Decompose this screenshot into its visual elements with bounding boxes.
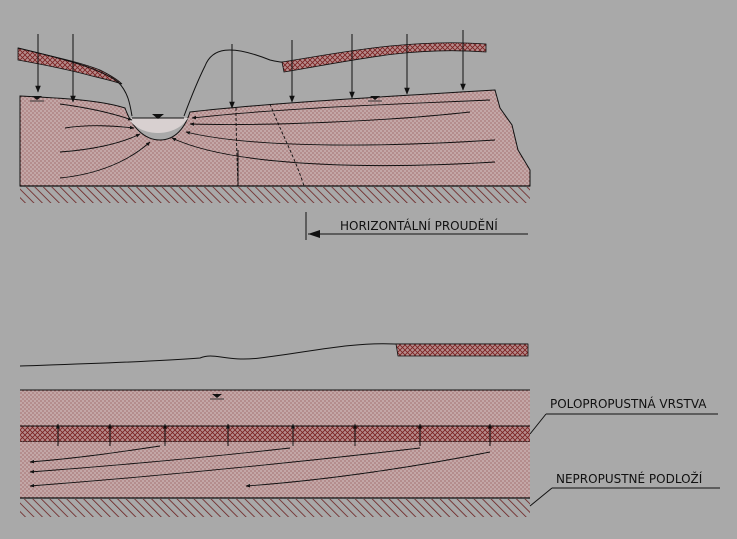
impermeable-label: NEPROPUSTNÉ PODLOŽÍ [556, 471, 703, 486]
horizontal-flow-callout: HORIZONTÁLNÍ PROUDĚNÍ [305, 212, 528, 240]
water-level-symbol [152, 114, 164, 119]
water-table-symbol [370, 96, 380, 100]
bottom-diagram: POLOPROPUSTNÁ VRSTVA NEPROPUSTNÉ PODLOŽÍ [19, 343, 720, 517]
water-table-symbol [212, 394, 222, 398]
semipermeable-label: POLOPROPUSTNÁ VRSTVA [550, 396, 707, 411]
flow-lines [59, 99, 496, 187]
top-aquifer [19, 89, 531, 187]
semipermeable-callout: POLOPROPUSTNÁ VRSTVA [529, 396, 718, 435]
bottom-soil-right [395, 343, 529, 357]
impermeable-callout: NEPROPUSTNÉ PODLOŽÍ [529, 471, 720, 507]
top-soil-left [17, 47, 123, 85]
lower-flow-lines [29, 445, 491, 488]
lower-aquifer [20, 442, 530, 498]
horizontal-flow-label: HORIZONTÁLNÍ PROUDĚNÍ [340, 218, 498, 233]
infiltration-arrows [35, 30, 466, 109]
bottom-impermeable-base [20, 497, 530, 517]
top-impermeable-base [20, 185, 530, 203]
river [128, 118, 188, 133]
water-table-symbol [32, 96, 42, 100]
top-soil-right [281, 42, 487, 73]
top-diagram: HORIZONTÁLNÍ PROUDĚNÍ [17, 30, 531, 240]
leakage-arrows [56, 423, 492, 446]
upper-aquifer [20, 390, 530, 426]
semipermeable-layer [20, 426, 530, 442]
